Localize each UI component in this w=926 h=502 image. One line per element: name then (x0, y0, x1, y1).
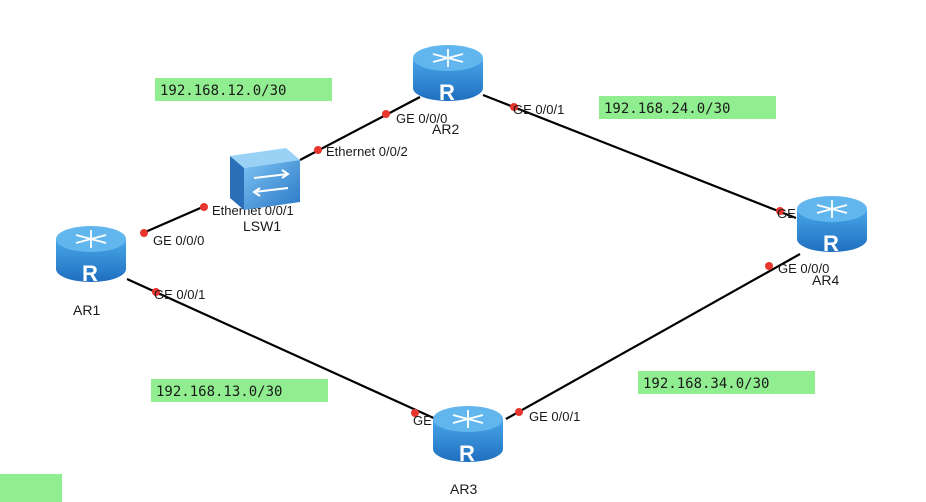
port-label-ar2-ge000: GE 0/0/0 (396, 111, 447, 126)
svg-text:192.168.24.0/30: 192.168.24.0/30 (604, 101, 730, 117)
switch-lsw1[interactable] (230, 148, 300, 210)
link-ar2-ar4[interactable] (482, 93, 797, 220)
subnet-label-partial (0, 474, 62, 502)
router-ar4[interactable]: R (797, 196, 867, 256)
router-ar1[interactable]: R (56, 226, 126, 286)
device-label-lsw1: LSW1 (243, 218, 281, 234)
device-label-ar1: AR1 (73, 302, 100, 318)
subnet-label-12: 192.168.12.0/30 (155, 78, 332, 101)
router-icon: R (797, 196, 867, 256)
svg-text:192.168.34.0/30: 192.168.34.0/30 (643, 376, 769, 392)
port-label-lsw1-eth001: Ethernet 0/0/1 (212, 203, 294, 218)
port-dots (140, 103, 784, 417)
port-dot-ar4-ge000[interactable] (765, 262, 773, 270)
svg-text:192.168.12.0/30: 192.168.12.0/30 (160, 83, 286, 99)
svg-text:R: R (439, 80, 455, 105)
device-label-ar3: AR3 (450, 481, 477, 497)
router-ar2[interactable]: R (413, 45, 483, 105)
port-label-ar1-ge001: GE 0/0/1 (154, 287, 205, 302)
port-labels: GE 0/0/0 GE 0/0/1 Ethernet 0/0/1 Etherne… (153, 102, 829, 428)
router-ar3[interactable]: R (433, 406, 503, 466)
port-label-ar4-ge000: GE 0/0/0 (778, 261, 829, 276)
port-dot-ar3-ge001[interactable] (515, 408, 523, 416)
subnet-labels: 192.168.12.0/30 192.168.24.0/30 192.168.… (0, 78, 815, 502)
port-dot-ar2-ge001[interactable] (510, 103, 518, 111)
port-dot-ar4-ge001[interactable] (776, 207, 784, 215)
svg-text:R: R (82, 261, 98, 286)
port-dot-lsw1-eth002[interactable] (314, 146, 322, 154)
port-dot-ar1-ge000[interactable] (140, 229, 148, 237)
port-label-ar3-ge001: GE 0/0/1 (529, 409, 580, 424)
device-label-ar2: AR2 (432, 121, 459, 137)
link-ar1-ar3[interactable] (126, 277, 439, 422)
svg-text:R: R (459, 441, 475, 466)
router-icon: R (433, 406, 503, 466)
router-icon: R (56, 226, 126, 286)
subnet-label-34: 192.168.34.0/30 (638, 371, 815, 394)
port-dot-ar1-ge001[interactable] (152, 288, 160, 296)
svg-text:R: R (823, 231, 839, 256)
link-ar3-ar4[interactable] (505, 253, 801, 420)
subnet-label-13: 192.168.13.0/30 (151, 379, 328, 402)
port-label-ar1-ge000: GE 0/0/0 (153, 233, 204, 248)
router-icon: R (413, 45, 483, 105)
port-label-lsw1-eth002: Ethernet 0/0/2 (326, 144, 408, 159)
link-ar1-lsw1[interactable] (142, 204, 206, 235)
port-label-ar2-ge001: GE 0/0/1 (513, 102, 564, 117)
port-dot-ar2-ge000[interactable] (382, 110, 390, 118)
device-label-ar4: AR4 (812, 272, 839, 288)
svg-text:192.168.13.0/30: 192.168.13.0/30 (156, 384, 282, 400)
port-dot-ar3-ge000[interactable] (411, 409, 419, 417)
switch-icon (230, 148, 300, 210)
subnet-label-24: 192.168.24.0/30 (599, 96, 776, 119)
port-dot-lsw1-eth001[interactable] (200, 203, 208, 211)
